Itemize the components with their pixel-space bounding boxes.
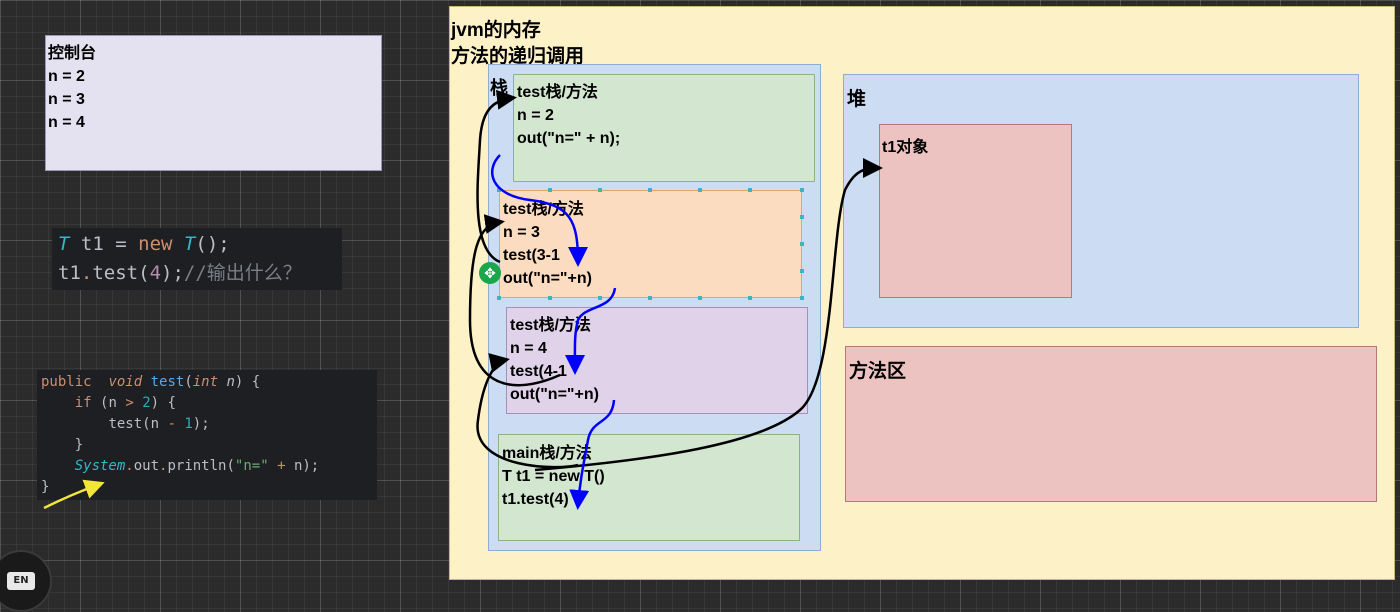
stack-frame-main[interactable]: main栈/方法 T t1 = new T() t1.test(4) [498, 434, 800, 541]
code-token: 2 [142, 395, 151, 411]
code-line: } [41, 477, 373, 498]
code-token: t1 [80, 233, 104, 255]
code-comment: //输出什么？ [183, 262, 302, 284]
code-token: int [192, 374, 219, 390]
code-token: t1 [58, 262, 81, 284]
code-token: ) { [150, 395, 176, 411]
console-title: 控制台 [48, 45, 97, 62]
frame-line: n = 4 [510, 340, 547, 357]
console-line: n = 3 [48, 91, 85, 108]
t1-object[interactable]: t1对象 [879, 124, 1072, 298]
code-token: if [74, 395, 92, 411]
code-token: 4 [149, 262, 162, 284]
method-code: public void test(int n) { if (n > 2) { t… [37, 370, 377, 500]
code-token: println( [167, 458, 235, 474]
code-token: - [167, 416, 176, 432]
frame-line: test(4-1 [510, 363, 567, 380]
frame-title: main栈/方法 [502, 445, 592, 462]
frame-title: test栈/方法 [503, 201, 584, 218]
code-token: ); [161, 262, 184, 284]
code-token: T [183, 233, 196, 255]
stack-frame-test-n2[interactable]: test栈/方法 n = 2 out("n=" + n); [513, 74, 815, 182]
move-cursor-icon: ✥ [479, 262, 501, 284]
code-token: public [41, 374, 92, 390]
code-snippet: T t1 = new T(); t1.test(4);//输出什么？ [52, 228, 342, 290]
jvm-subtitle: 方法的递归调用 [451, 46, 585, 67]
frame-line: out("n="+n) [503, 270, 592, 287]
code-line: test(n - 1); [41, 414, 373, 435]
code-line: public void test(int n) { [41, 372, 373, 393]
keyboard-language-icon[interactable]: EN [7, 572, 35, 590]
code-line: t1.test(4);//输出什么？ [58, 259, 336, 288]
t1-object-label: t1对象 [882, 139, 929, 156]
code-token: out [133, 458, 160, 474]
console-line: n = 4 [48, 114, 85, 131]
code-token: n [226, 374, 235, 390]
frame-line: test(3-1 [503, 247, 560, 264]
code-token: > [125, 395, 134, 411]
code-token: . [159, 458, 168, 474]
code-token: test(n [108, 416, 160, 432]
code-token: + [277, 458, 286, 474]
code-token: test [150, 374, 185, 390]
code-token: ); [192, 416, 210, 432]
frame-line: t1.test(4) [502, 491, 569, 508]
code-token: test [92, 262, 139, 284]
stack-frame-test-n3[interactable]: test栈/方法 n = 3 test(3-1 out("n="+n) [499, 190, 802, 298]
code-token: ) { [234, 374, 261, 390]
frame-line: out("n=" + n); [517, 130, 621, 147]
frame-line: out("n="+n) [510, 386, 599, 403]
console-line: n = 2 [48, 68, 85, 85]
code-line: if (n > 2) { [41, 393, 373, 414]
code-token: = [115, 233, 127, 255]
method-area-label: 方法区 [849, 361, 907, 382]
frame-title: test栈/方法 [517, 84, 598, 101]
frame-title: test栈/方法 [510, 317, 591, 334]
code-line: System.out.println("n=" + n); [41, 456, 373, 477]
code-token: void [108, 374, 143, 390]
code-token: (); [195, 233, 230, 255]
stack-frame-test-n4[interactable]: test栈/方法 n = 4 test(4-1 out("n="+n) [506, 307, 808, 414]
frame-line: n = 3 [503, 224, 540, 241]
code-token: n); [293, 458, 320, 474]
code-token: . [80, 262, 93, 284]
stack-label: 栈 [490, 78, 508, 98]
code-token: System [74, 458, 126, 474]
code-token: (n [100, 395, 117, 411]
code-token: . [125, 458, 134, 474]
console-panel: 控制台 n = 2 n = 3 n = 4 [45, 35, 382, 171]
code-token: T [58, 233, 70, 255]
code-line: T t1 = new T(); [58, 230, 336, 259]
frame-line: T t1 = new T() [502, 468, 605, 485]
heap-label: 堆 [847, 89, 867, 110]
code-token: new [138, 233, 173, 255]
frame-line: n = 2 [517, 107, 554, 124]
code-token: 1 [184, 416, 193, 432]
code-token: ( [184, 374, 193, 390]
code-line: } [41, 435, 373, 456]
code-token: } [74, 437, 84, 453]
method-area [845, 346, 1377, 502]
code-token: } [41, 479, 50, 495]
jvm-title: jvm的内存 [451, 20, 541, 41]
code-string: "n=" [234, 458, 269, 474]
code-token: ( [138, 262, 150, 284]
